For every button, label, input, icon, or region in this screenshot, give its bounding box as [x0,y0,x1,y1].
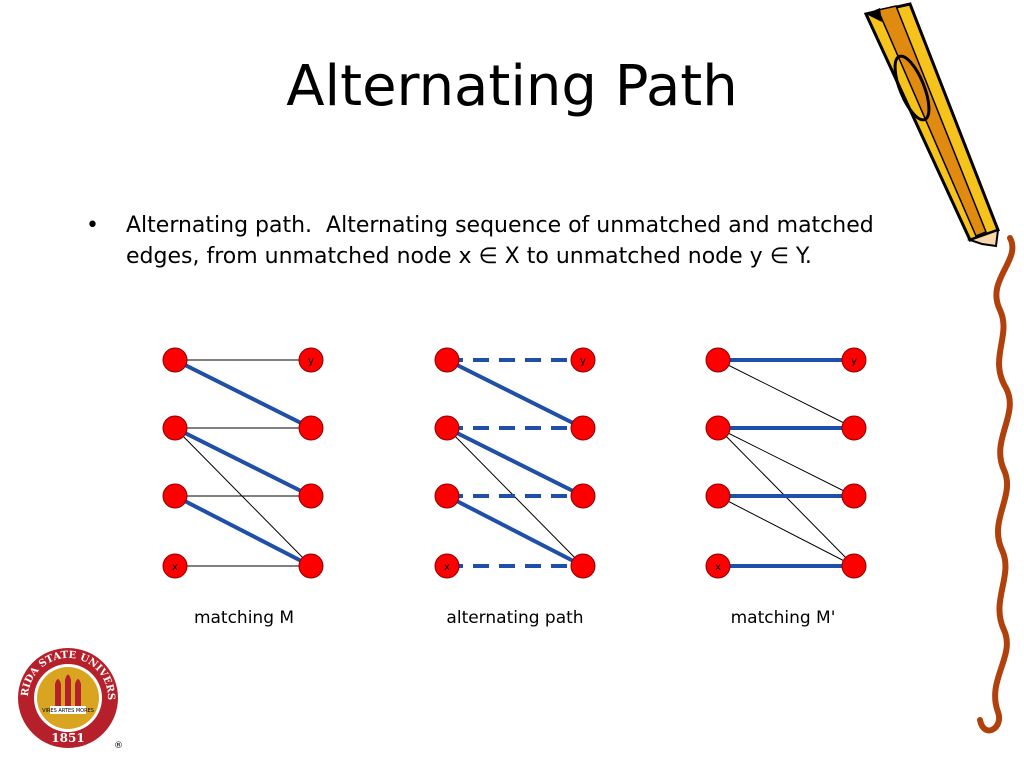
left-node [162,415,188,441]
right-node [841,347,867,373]
right-node [570,415,596,441]
left-node [434,415,460,441]
edge-thick [174,494,312,568]
node-label-x: x [715,562,721,573]
slide-title: Alternating Path [286,54,738,119]
seal-banner [50,706,86,714]
edge-thick [446,494,584,568]
left-node [434,347,460,373]
element-of-symbol-1: ∈ [478,244,498,269]
left-node [434,553,460,579]
bullet-line-2-mid: X to unmatched node y [497,244,770,269]
edge-thick [174,426,312,498]
left-node [434,483,460,509]
pencil-icon [863,2,1000,248]
bullet-line-2-pre: edges, from unmatched node x [126,244,479,269]
node-label-x: x [172,562,178,573]
left-node [705,483,731,509]
right-node [298,347,324,373]
right-node [841,415,867,441]
bullet-text: Alternating path. Alternating sequence o… [126,210,946,272]
graph-1: xy [434,347,596,579]
seal-year: 1851 [51,731,84,745]
caption-alternating-path: alternating path [446,608,584,628]
right-node [298,553,324,579]
left-node [705,415,731,441]
registered-mark: ® [114,741,123,751]
bullet-line-1: Alternating path. Alternating sequence o… [126,213,874,238]
graph-0: xy [162,347,324,579]
seal-banner-text: VIRES ARTES MORES [42,708,94,714]
left-node [162,347,188,373]
squiggle-border-icon [977,235,1016,734]
caption-matching-m-prime: matching M' [730,608,836,628]
node-label-x: x [444,562,450,573]
right-node [841,553,867,579]
left-node [162,483,188,509]
edge-thin [717,359,855,429]
bullet-line-2-post: Y. [788,244,812,269]
node-label-y: y [308,356,314,367]
edge-thick [446,358,584,430]
edge-thin [717,495,855,567]
right-node [298,483,324,509]
bullet-marker: • [86,213,99,238]
bullet-point: • Alternating path. Alternating sequence… [86,210,946,272]
right-node [841,483,867,509]
graph-2: xy [705,347,867,579]
left-node [162,553,188,579]
left-node [705,347,731,373]
university-seal-icon: VIRES ARTES MORES FLORIDA STATE UNIVERSI… [14,646,123,751]
right-node [570,483,596,509]
node-label-y: y [580,356,586,367]
right-node [570,553,596,579]
edge-thick [174,358,312,430]
left-node [705,553,731,579]
edge-thin [174,427,312,567]
edge-thick [446,426,584,498]
element-of-symbol-2: ∈ [769,244,789,269]
edge-thin [717,427,855,497]
node-label-y: y [851,356,857,367]
seal-torches [55,674,81,710]
caption-matching-m: matching M [193,608,295,628]
right-node [298,415,324,441]
right-node [570,347,596,373]
